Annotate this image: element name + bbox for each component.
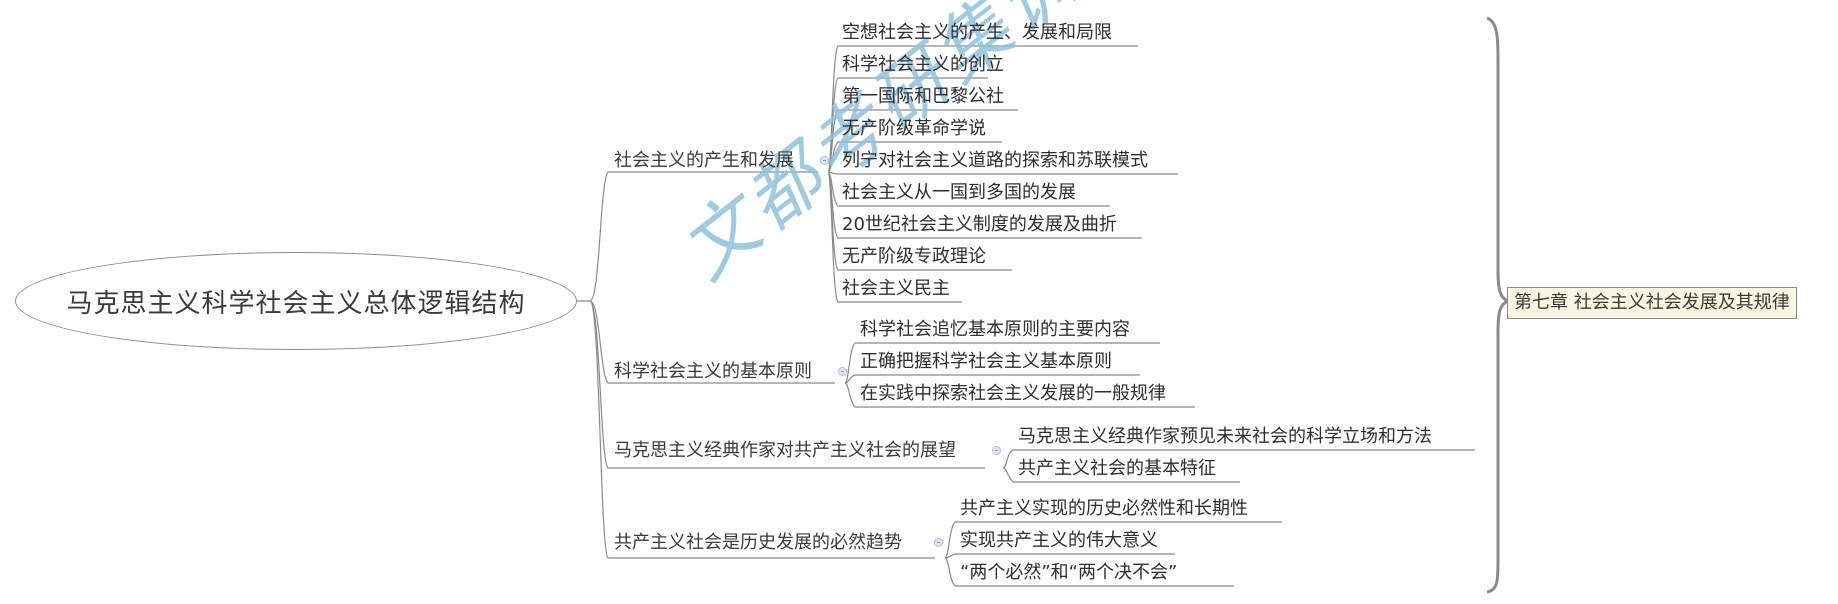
collapse-icon[interactable] xyxy=(820,156,829,165)
root-label: 马克思主义科学社会主义总体逻辑结构 xyxy=(66,288,526,319)
topic-item[interactable]: 共产主义实现的历史必然性和长期性 xyxy=(960,498,1248,519)
branch-socialism-origin[interactable]: 社会主义的产生和发展 xyxy=(614,150,794,171)
topic-item[interactable]: 社会主义民主 xyxy=(842,278,950,299)
brace xyxy=(1486,16,1513,594)
topic-item[interactable]: 20世纪社会主义制度的发展及曲折 xyxy=(842,214,1117,235)
topic-item[interactable]: 无产阶级革命学说 xyxy=(842,118,986,139)
branch-basic-principles[interactable]: 科学社会主义的基本原则 xyxy=(614,361,812,382)
topic-item[interactable]: “两个必然”和“两个决不会” xyxy=(960,562,1178,583)
topic-item[interactable]: 实现共产主义的伟大意义 xyxy=(960,530,1158,551)
topic-item[interactable]: 共产主义社会的基本特征 xyxy=(1018,458,1216,479)
collapse-icon[interactable] xyxy=(992,446,1001,455)
topic-item[interactable]: 列宁对社会主义道路的探索和苏联模式 xyxy=(842,150,1148,171)
topic-item[interactable]: 科学社会追忆基本原则的主要内容 xyxy=(860,319,1130,340)
topic-item[interactable]: 在实践中探索社会主义发展的一般规律 xyxy=(860,383,1166,404)
topic-item[interactable]: 科学社会主义的创立 xyxy=(842,54,1004,75)
topic-item[interactable]: 无产阶级专政理论 xyxy=(842,246,986,267)
topic-item[interactable]: 社会主义从一国到多国的发展 xyxy=(842,182,1076,203)
root-node[interactable]: 马克思主义科学社会主义总体逻辑结构 xyxy=(15,252,577,350)
topic-item[interactable]: 马克思主义经典作家预见未来社会的科学立场和方法 xyxy=(1018,426,1432,447)
topic-item[interactable]: 第一国际和巴黎公社 xyxy=(842,86,1004,107)
topic-item[interactable]: 空想社会主义的产生、发展和局限 xyxy=(842,22,1112,43)
chapter-label[interactable]: 第七章 社会主义社会发展及其规律 xyxy=(1507,287,1797,319)
collapse-icon[interactable] xyxy=(934,538,943,547)
collapse-icon[interactable] xyxy=(838,367,847,376)
branch-historical-trend[interactable]: 共产主义社会是历史发展的必然趋势 xyxy=(614,532,902,553)
branch-communism-outlook[interactable]: 马克思主义经典作家对共产主义社会的展望 xyxy=(614,440,956,461)
topic-item[interactable]: 正确把握科学社会主义基本原则 xyxy=(860,351,1112,372)
